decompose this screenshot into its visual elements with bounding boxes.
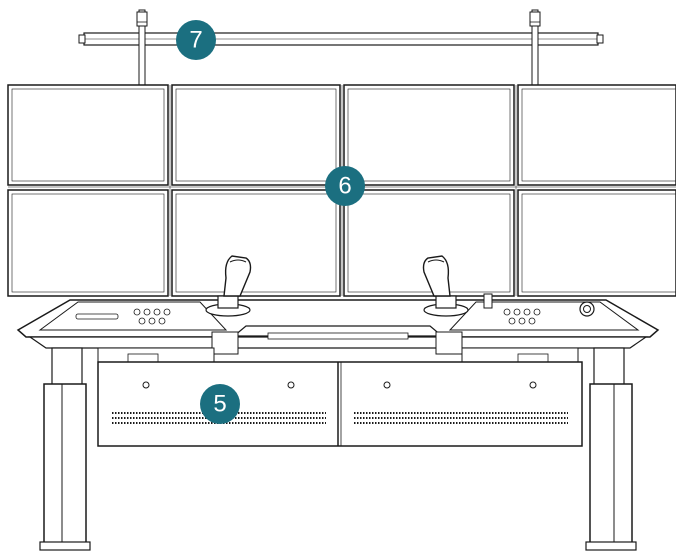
left-leg xyxy=(39,347,91,551)
callout-label-7: 7 xyxy=(189,27,202,54)
callout-label-5: 5 xyxy=(213,391,226,418)
desk-top xyxy=(16,299,660,355)
monitor-wall xyxy=(7,84,676,297)
right-leg xyxy=(585,347,637,551)
left-joystick xyxy=(205,255,252,317)
callout-badge-5: 5 xyxy=(200,384,240,424)
light-bar xyxy=(78,9,604,91)
callout-badge-7: 7 xyxy=(176,20,216,60)
under-desk-cabinet xyxy=(97,347,583,447)
callout-label-6: 6 xyxy=(338,173,351,200)
callout-badge-6: 6 xyxy=(325,166,365,206)
right-joystick xyxy=(422,255,493,317)
